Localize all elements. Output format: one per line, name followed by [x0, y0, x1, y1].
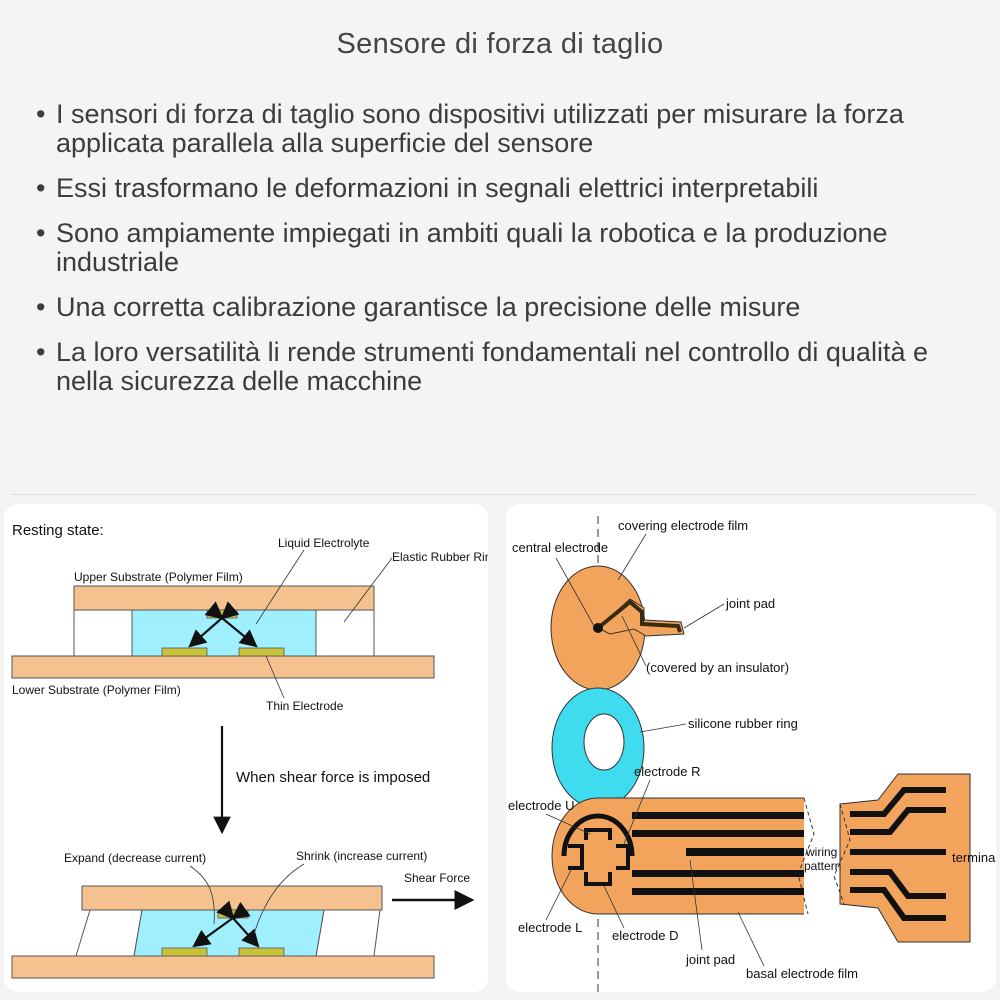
- bottom-electrode-right: [238, 647, 285, 657]
- shear-mechanism-panel: Resting state: Liquid Electrolyte Elasti…: [4, 504, 488, 992]
- electrode-l-label: electrode L: [518, 920, 582, 935]
- bullet-item: La loro versatilità li rende strumenti f…: [36, 338, 976, 396]
- silicone-ring-hole: [583, 713, 625, 771]
- upper-substrate-label: Upper Substrate (Polymer Film): [74, 570, 243, 584]
- rubber-ring-left: [73, 609, 133, 657]
- wiring-trace: [632, 812, 804, 819]
- leader-line: [265, 655, 285, 699]
- rubber-ring-label: Elastic Rubber Ring: [392, 550, 488, 564]
- bullet-item: Essi trasformano le deformazioni in segn…: [36, 174, 976, 204]
- page-title: Sensore di forza di taglio: [336, 28, 664, 60]
- current-arrow-right-sheared: [216, 900, 260, 948]
- leader-line: [623, 779, 651, 845]
- leader-line: [545, 867, 573, 921]
- bullet-item: I sensori di forza di taglio sono dispos…: [36, 100, 976, 158]
- bottom-electrode-right-sheared: [238, 947, 285, 957]
- wiring-trace: [632, 888, 804, 895]
- bottom-electrode-left-sheared: [161, 947, 208, 957]
- central-electrode-label: central electrode: [512, 540, 608, 555]
- wiring-trace: [632, 830, 804, 837]
- leader-line: [545, 813, 591, 835]
- pattern-label: pattern: [804, 859, 841, 873]
- leader-line: [689, 859, 703, 951]
- shrink-label: Shrink (increase current): [296, 849, 427, 863]
- electrode-d: [584, 872, 612, 886]
- covering-film-label: covering electrode film: [618, 518, 748, 533]
- upper-substrate: [73, 585, 375, 611]
- electrode-u: [584, 828, 612, 840]
- central-electrode: [593, 623, 603, 633]
- terminal-label: terminal: [952, 850, 996, 865]
- terminal-trace: [850, 807, 946, 835]
- basal-film-label: basal electrode film: [746, 966, 858, 981]
- lower-substrate-label: Lower Substrate (Polymer Film): [12, 683, 181, 697]
- break-line: [833, 803, 851, 905]
- leader-line: [253, 863, 305, 935]
- terminal-trace: [850, 787, 946, 817]
- expand-label: Expand (decrease current): [64, 851, 206, 865]
- joint-pad-bottom-label: joint pad: [685, 952, 735, 967]
- bullet-list: I sensori di forza di taglio sono dispos…: [36, 100, 976, 412]
- leader-line: [683, 603, 725, 629]
- lower-substrate: [11, 655, 435, 679]
- bullet-item: Una corretta calibrazione garantisce la …: [36, 293, 976, 323]
- top-electrode-sheared: [217, 909, 249, 919]
- electrode-r: [616, 844, 630, 870]
- joint-pad-top-label: joint pad: [725, 596, 775, 611]
- terminal-trace: [850, 869, 946, 899]
- outer-arc-trace: [561, 813, 635, 857]
- wiring-trace: [632, 870, 804, 877]
- when-shear-label: When shear force is imposed: [236, 769, 430, 786]
- electrode-l: [568, 844, 584, 870]
- electrode-r-label: electrode R: [634, 764, 700, 779]
- leader-line: [555, 557, 595, 627]
- sensor-structure-panel: central electrode covering electrode fil…: [506, 504, 996, 992]
- leader-line: [737, 911, 765, 967]
- leader-line: [255, 549, 305, 625]
- leader-line: [189, 865, 215, 925]
- insulator-label: (covered by an insulator): [646, 660, 789, 675]
- rubber-ring-right-sheared: [315, 909, 381, 957]
- electrode-d-label: electrode D: [612, 928, 678, 943]
- silicone-ring-label: silicone rubber ring: [688, 716, 798, 731]
- bottom-electrode-left: [161, 647, 208, 657]
- shear-force-label: Shear Force: [404, 871, 470, 885]
- resting-state-label: Resting state:: [12, 522, 104, 539]
- thin-electrode-label: Thin Electrode: [266, 699, 344, 713]
- leader-line: [639, 723, 687, 733]
- divider: [12, 494, 976, 495]
- upper-substrate-sheared: [81, 885, 383, 911]
- leader-line: [343, 557, 393, 623]
- liquid-electrolyte-label: Liquid Electrolyte: [278, 536, 370, 550]
- top-electrode: [206, 609, 238, 619]
- top-trace: [596, 599, 682, 633]
- current-arrow-right: [204, 601, 258, 648]
- shear-mechanism-diagram: Resting state: Liquid Electrolyte Elasti…: [11, 522, 488, 979]
- leader-line: [621, 615, 647, 667]
- leader-line: [603, 885, 625, 929]
- wiring-label: wiring: [805, 845, 837, 859]
- bullet-item: Sono ampiamente impiegati in ambiti qual…: [36, 219, 976, 277]
- leader-line: [617, 533, 647, 581]
- rubber-ring-left-sheared: [75, 909, 143, 957]
- sensor-structure-diagram: central electrode covering electrode fil…: [508, 516, 996, 992]
- lower-substrate-sheared: [11, 955, 435, 979]
- rubber-ring-right: [315, 609, 375, 657]
- wiring-trace: [686, 848, 804, 856]
- electrode-u-label: electrode U: [508, 798, 574, 813]
- terminal-trace: [850, 887, 946, 921]
